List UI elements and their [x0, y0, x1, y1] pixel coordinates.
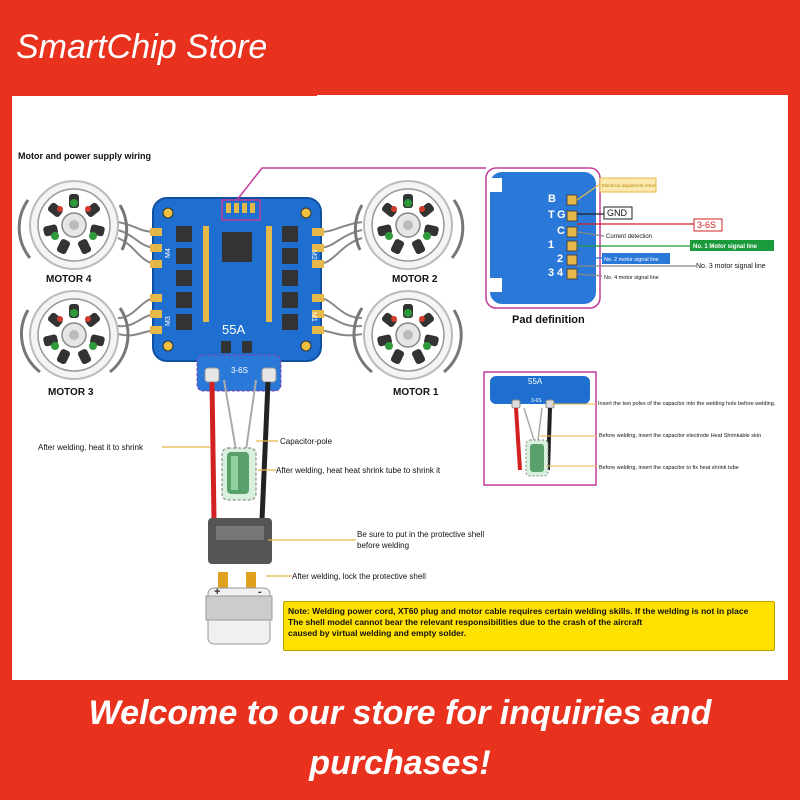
pad-label-sig4: No. 4 motor signal line [604, 275, 659, 281]
banner-line-1: Welcome to our store for inquiries and [88, 694, 712, 732]
capacitor [221, 447, 257, 501]
pad-label-sig2: No. 2 motor signal line [604, 257, 659, 263]
motor-1-label: MOTOR 1 [393, 387, 439, 398]
board-rating: 55A [222, 322, 245, 337]
board-m2-label: M2 [310, 250, 317, 260]
pad-letter-t: T [548, 209, 555, 221]
pad-label-current: Current detection [606, 234, 652, 240]
annotation-lock: After welding, lock the protective shell [292, 572, 426, 581]
inset-panel: 55A 3-6S [483, 371, 597, 486]
inset-rating: 55A [528, 377, 543, 386]
annotation-cap-pole: Capacitor-pole [280, 437, 333, 446]
store-brand-tab: SmartChip Store [0, 0, 360, 96]
plug-plus: + [214, 586, 220, 598]
banner-line-2: purchases! [309, 744, 491, 782]
inset-voltage: 3-6S [531, 398, 542, 404]
motor-2 [363, 180, 453, 270]
xt60-plug: + - [205, 586, 273, 645]
pad-board [488, 172, 596, 304]
motor-3-label: MOTOR 3 [48, 387, 94, 398]
welcome-banner: Welcome to our store for inquiries and p… [0, 680, 800, 800]
diagram-title: Motor and power supply wiring [18, 151, 151, 161]
pad-label-sig3: No. 3 motor signal line [696, 263, 766, 270]
annotation-leaders [162, 440, 356, 577]
inset-annotation-1: Insert the two poles of the capacitor in… [598, 401, 776, 407]
warning-note: Note: Welding power cord, XT60 plug and … [283, 601, 775, 651]
pad-label-sig1-box [690, 240, 774, 251]
store-name: SmartChip Store [16, 28, 268, 66]
pad-label-v-box [693, 218, 723, 232]
plug-minus: - [258, 586, 262, 598]
pad-label-electrical: Electrical adjustment return [602, 183, 657, 188]
motor-4-label: MOTOR 4 [46, 274, 92, 285]
pad-letter-1: 1 [548, 239, 554, 251]
board-m3-label: M3 [165, 316, 172, 326]
annotation-shell-2: before welding [357, 541, 409, 550]
xt60-shell [208, 518, 272, 588]
motor-1 [363, 290, 453, 380]
board-voltage: 3-6S [231, 366, 248, 375]
pad-title: Pad definition [512, 314, 585, 326]
power-wires [209, 381, 271, 521]
capacitor-leads [223, 379, 257, 451]
pad-label-gnd: GND [607, 208, 628, 218]
pad-letter-2: 2 [557, 253, 563, 265]
pad-callout-frame [485, 167, 601, 309]
motor-3 [29, 290, 119, 380]
pad-letters: B T G C 1 2 3 4 [548, 193, 566, 279]
power-pad-area: 3-6S [196, 354, 282, 392]
annotation-shell-1: Be sure to put in the protective shell [357, 530, 484, 539]
pad-letter-g: G [557, 209, 566, 221]
pad-letter-4: 4 [557, 267, 564, 279]
inset-annotation-3: Before welding, insert the capacitor to … [599, 465, 739, 471]
inset-leaders [540, 403, 597, 467]
pad-label-sig1: No. 1 Motor signal line [693, 244, 758, 250]
rotation-arrows [17, 199, 465, 374]
note-line-1: Note: Welding power cord, XT60 plug and … [288, 606, 749, 616]
esc-board: M4 M3 M2 M1 55A [150, 197, 324, 362]
note-line-2: The shell model cannot bear the relevant… [288, 617, 643, 627]
motor-4 [29, 180, 119, 270]
inset-annotation-2: Before welding, insert the capacitor ele… [599, 433, 761, 439]
pad-label-v: 3-6S [697, 220, 716, 230]
motor-2-label: MOTOR 2 [392, 274, 438, 285]
pad-letter-c: C [557, 225, 565, 237]
pad-label-sig2-box [602, 253, 670, 264]
pad-label-gnd-box [603, 206, 633, 220]
board-m4-label: M4 [165, 248, 172, 258]
pad-label-electrical-box [599, 177, 657, 193]
pad-letter-b: B [548, 193, 556, 205]
note-line-3: caused by virtual welding and empty sold… [288, 628, 467, 638]
pad-callout-line [236, 167, 486, 201]
pad-leaders [576, 183, 696, 277]
pad-letter-3: 3 [548, 267, 554, 279]
annotation-heat-tube: After welding, heat heat shrink tube to … [276, 466, 441, 475]
annotation-shrink: After welding, heat it to shrink [38, 443, 144, 452]
board-m1-label: M1 [310, 312, 317, 322]
